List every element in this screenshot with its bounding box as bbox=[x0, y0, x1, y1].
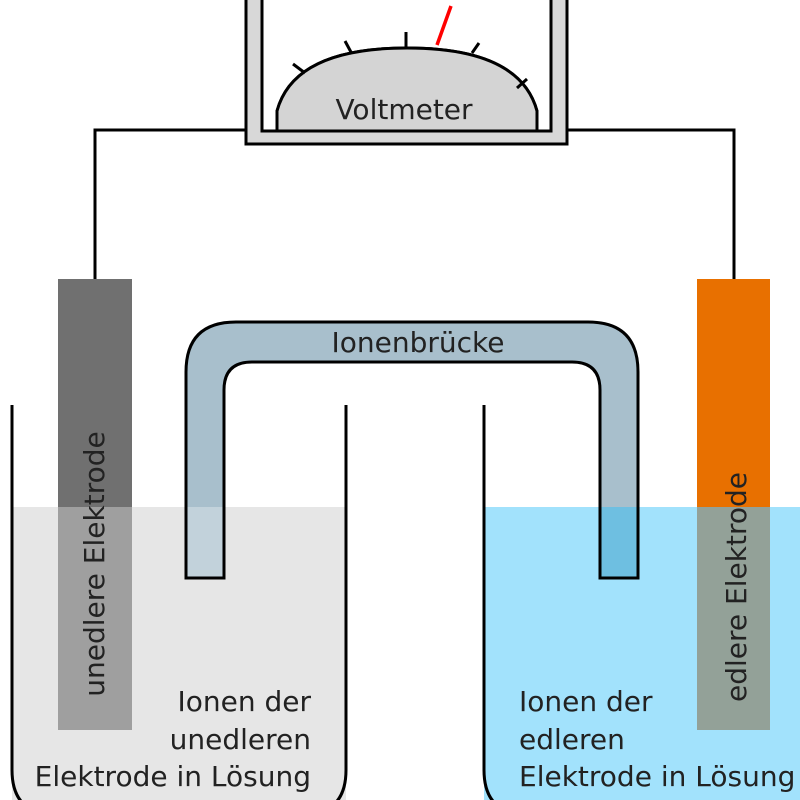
left-beaker bbox=[10, 405, 348, 800]
left-solution-label-line2: unedleren bbox=[170, 723, 311, 756]
left-electrode-label: unedlere Elektrode bbox=[78, 431, 111, 696]
salt-bridge-left-leg-submerged bbox=[187, 507, 223, 577]
left-electrode bbox=[58, 279, 132, 730]
voltmeter-scale-ticks bbox=[292, 32, 529, 90]
right-solution-label-line3: Elektrode in Lösung bbox=[519, 760, 795, 793]
salt-bridge-right-leg-submerged bbox=[601, 507, 637, 577]
right-electrode-submerged-tint bbox=[697, 507, 770, 730]
right-solution-label-line1: Ionen der bbox=[519, 685, 653, 718]
voltmeter-dial-face bbox=[275, 46, 539, 133]
salt-bridge-label: Ionenbrücke bbox=[332, 326, 505, 359]
voltmeter-label: Voltmeter bbox=[335, 93, 473, 126]
left-solution-label-line3: Elektrode in Lösung bbox=[35, 760, 311, 793]
left-wire bbox=[93, 128, 246, 279]
left-electrode-submerged-tint bbox=[58, 507, 132, 730]
right-electrode-label: edlere Elektrode bbox=[720, 472, 753, 702]
right-solution-label-line2: edleren bbox=[519, 723, 625, 756]
left-solution-label-line1: Ionen der bbox=[177, 685, 311, 718]
right-beaker bbox=[482, 405, 495, 800]
voltmeter-needle bbox=[435, 5, 453, 46]
right-wire bbox=[567, 128, 736, 279]
